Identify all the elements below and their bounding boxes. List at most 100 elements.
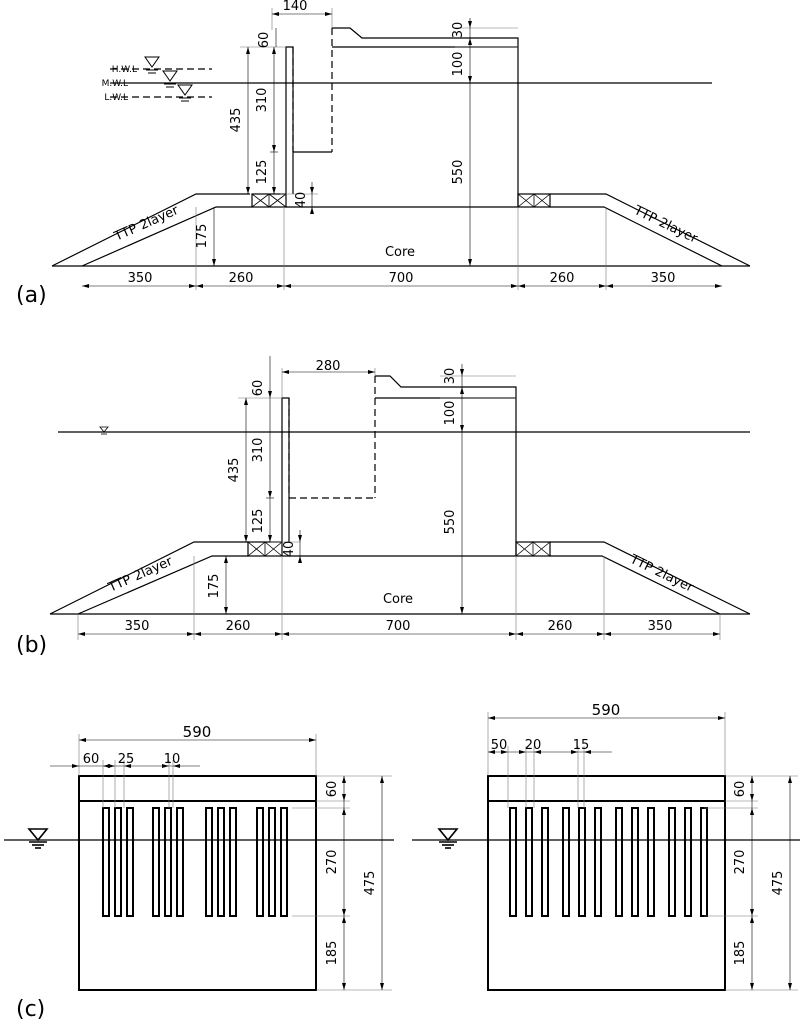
slit-9 — [647, 807, 655, 917]
mound-left-inner — [81, 206, 252, 267]
core-label: Core — [383, 592, 413, 607]
slit-wall-left: 590 60 25 10 — [4, 723, 394, 991]
ttp-label-right: TTP 2layer — [631, 203, 701, 247]
dim-c-left-10: 10 — [164, 752, 181, 767]
lwl-label: L.W.L — [104, 93, 128, 103]
slit-10 — [668, 807, 676, 917]
dim-b-base-350-right: 350 — [648, 619, 673, 634]
dim-c-left-r270: 270 — [325, 850, 340, 875]
hwl-icon — [144, 56, 160, 74]
mound-right-outer — [550, 541, 751, 615]
dim-a-175: 175 — [195, 224, 210, 249]
dim-b-base-260-left: 260 — [226, 619, 251, 634]
panel-label-c: (c) — [16, 997, 45, 1022]
dim-b-310: 310 — [251, 438, 266, 463]
dim-a-125: 125 — [255, 160, 270, 185]
dim-c-left-60: 60 — [83, 752, 100, 767]
slit-2 — [114, 807, 122, 917]
front-wall — [281, 397, 290, 542]
dim-c-right-590: 590 — [592, 701, 621, 719]
slit-group-left — [102, 807, 288, 917]
dim-b-125: 125 — [251, 509, 266, 534]
dim-a-435: 435 — [229, 108, 244, 133]
mound-left-outer — [51, 193, 250, 267]
mound-right-inner — [550, 206, 723, 267]
dim-a-base-350-right: 350 — [651, 271, 676, 286]
dim-c-right-r60: 60 — [733, 781, 748, 798]
slit-6 — [176, 807, 184, 917]
panel-label-b: (b) — [16, 633, 47, 658]
dim-a-40: 40 — [294, 192, 309, 209]
dim-c-right-50: 50 — [491, 738, 508, 753]
ttp-label-left: TTP 2layer — [111, 203, 181, 245]
hwl-label: H.W.L — [112, 65, 137, 75]
lwl-icon — [177, 84, 193, 102]
dim-c-left-590: 590 — [183, 723, 212, 741]
slit-group-right — [509, 807, 708, 917]
dim-c-left-r60: 60 — [325, 781, 340, 798]
dim-a-base-260-right: 260 — [550, 271, 575, 286]
dim-a-310: 310 — [255, 88, 270, 113]
slit-11 — [684, 807, 692, 917]
dim-a-base-350-left: 350 — [128, 271, 153, 286]
slit-6 — [594, 807, 602, 917]
mound-left-outer — [49, 541, 248, 615]
dim-a-30: 30 — [451, 22, 466, 39]
slit-1 — [509, 807, 517, 917]
ttp-label-left: TTP 2layer — [105, 554, 175, 596]
dim-a-base-700: 700 — [389, 271, 414, 286]
mound-right-inner — [550, 555, 721, 615]
slit-7 — [615, 807, 623, 917]
dim-a-60: 60 — [257, 32, 272, 49]
slit-3 — [541, 807, 549, 917]
caisson-body — [375, 375, 517, 556]
water-level-icon-right — [438, 828, 458, 849]
dim-b-base-260-right: 260 — [548, 619, 573, 634]
dim-c-left-25: 25 — [118, 752, 135, 767]
dim-b-base-350-left: 350 — [125, 619, 150, 634]
wall-outline-left — [78, 775, 317, 991]
core-label: Core — [385, 245, 415, 260]
dim-c-right-15: 15 — [573, 738, 590, 753]
slit-3 — [126, 807, 134, 917]
slit-8 — [631, 807, 639, 917]
dim-c-left-r475: 475 — [363, 871, 378, 896]
panel-b: (b) TTP 2layer TTP 2layer Core — [16, 356, 751, 658]
mound-left-inner — [77, 555, 248, 615]
panel-label-a: (a) — [16, 283, 47, 308]
panel-c: (c) 590 — [4, 701, 800, 1022]
front-wall — [285, 46, 294, 194]
dim-c-right-20: 20 — [525, 738, 542, 753]
slit-5 — [164, 807, 172, 917]
slit-12 — [700, 807, 708, 917]
slit-2 — [525, 807, 533, 917]
dim-a-100: 100 — [451, 52, 466, 77]
dim-a-base-260-left: 260 — [229, 271, 254, 286]
slit-1 — [102, 807, 110, 917]
mwl-label: M.W.L — [102, 79, 128, 89]
slit-8 — [217, 807, 225, 917]
dim-c-left-r185: 185 — [325, 941, 340, 966]
dim-b-40: 40 — [282, 541, 297, 558]
slit-11 — [268, 807, 276, 917]
slit-5 — [578, 807, 586, 917]
dim-c-right-r185: 185 — [733, 941, 748, 966]
dim-b-60: 60 — [251, 380, 266, 397]
dim-b-30: 30 — [443, 368, 458, 385]
dim-b-435: 435 — [227, 458, 242, 483]
dim-a-140: 140 — [283, 0, 308, 14]
slit-wall-right: 590 50 20 15 — [412, 701, 800, 991]
dim-a-550: 550 — [451, 160, 466, 185]
slit-10 — [256, 807, 264, 917]
dim-c-right-r270: 270 — [733, 850, 748, 875]
mound-right-outer — [550, 193, 751, 267]
dim-c-right-r475: 475 — [771, 871, 786, 896]
dim-b-100: 100 — [443, 401, 458, 426]
slit-7 — [205, 807, 213, 917]
dim-b-base-700: 700 — [386, 619, 411, 634]
dim-b-280: 280 — [316, 359, 341, 374]
caisson-body — [332, 27, 519, 207]
wall-outline-right — [487, 775, 726, 991]
dim-b-175: 175 — [207, 574, 222, 599]
